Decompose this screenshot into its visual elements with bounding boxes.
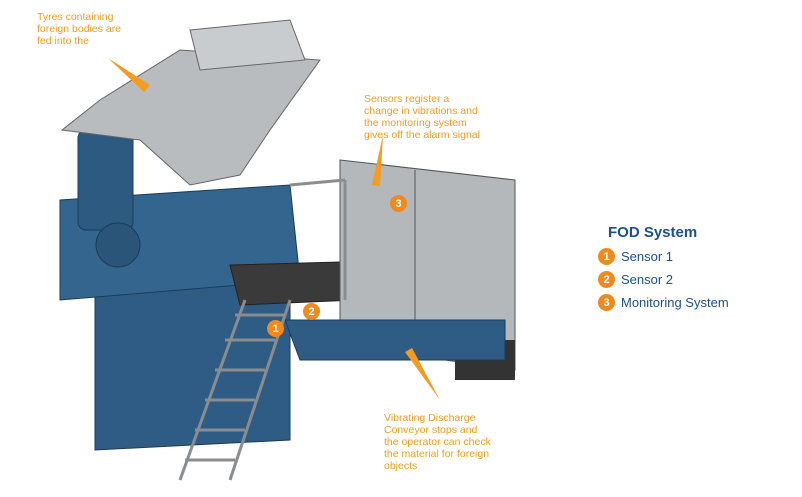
sensor-1-marker: 1: [267, 320, 284, 337]
legend-item-sensor-1: 1 Sensor 1: [598, 248, 673, 265]
number-badge: 3: [598, 294, 615, 311]
sensor-2-marker: 2: [303, 303, 320, 320]
motor: [77, 129, 134, 231]
number-badge: 2: [598, 271, 615, 288]
annotation-arrows: [108, 58, 440, 400]
annotation-sensors: Sensors register a change in vibrations …: [364, 93, 480, 141]
arrow-conveyor: [405, 348, 440, 400]
legend-item-monitoring-system: 3 Monitoring System: [598, 294, 729, 311]
annotation-conveyor: Vibrating Discharge Conveyor stops and t…: [384, 412, 491, 472]
hopper: [60, 49, 321, 186]
platform: [229, 261, 356, 306]
discharge-conveyor: [284, 319, 506, 361]
annotation-feed: Tyres containing foreign bodies are fed …: [37, 11, 122, 47]
arrow-sensors: [372, 135, 383, 186]
legend-title: FOD System: [608, 224, 698, 241]
gearbox: [95, 222, 141, 268]
legend-label: Monitoring System: [621, 295, 729, 310]
legend-label: Sensor 2: [621, 272, 674, 287]
legend-label: Sensor 1: [621, 249, 674, 264]
legend-item-sensor-2: 2 Sensor 2: [598, 271, 673, 288]
arrow-feed: [108, 58, 150, 92]
monitoring-system-marker: 3: [390, 195, 407, 212]
hopper-lid: [189, 19, 306, 71]
number-badge: 1: [598, 248, 615, 265]
